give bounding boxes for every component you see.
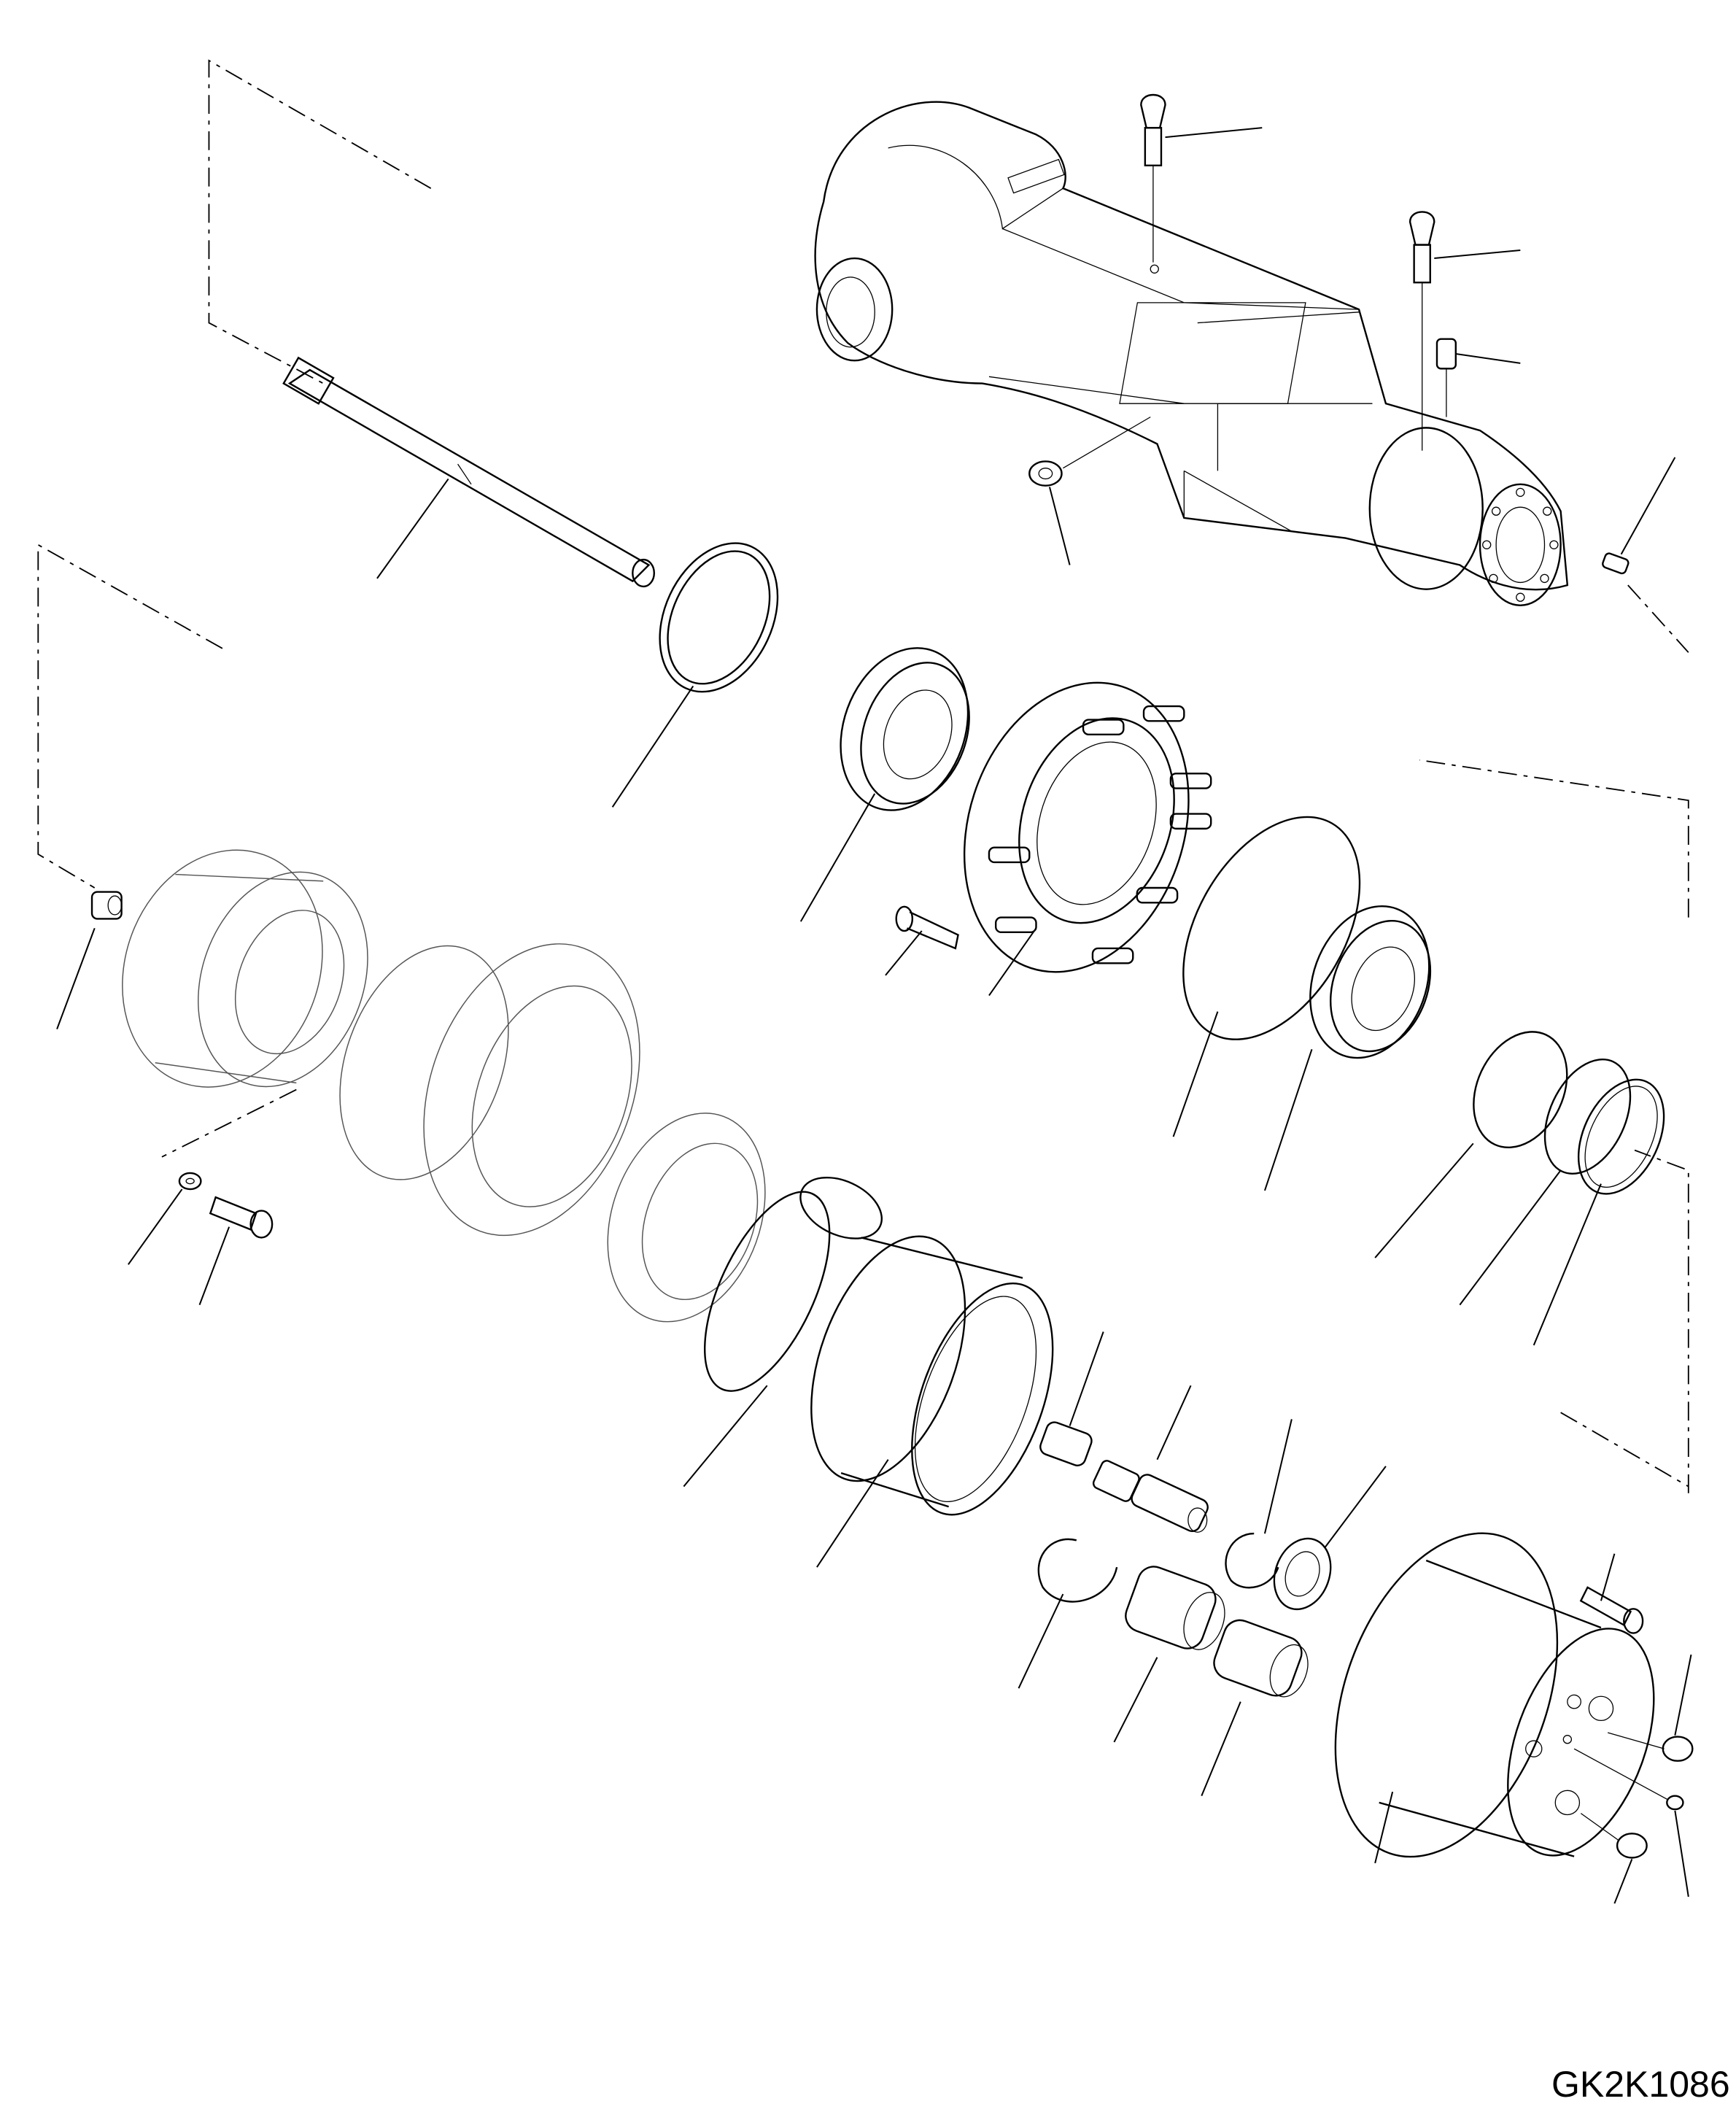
snap-ring-small [1225,1532,1279,1589]
seal-ring [659,542,779,693]
roller-bearing-outer [1309,905,1432,1059]
hub-bolt-circle [1482,487,1559,602]
carrier-ghost [423,943,640,1237]
o-rings [1473,1031,1665,1195]
axle-housing [814,101,1569,606]
gasket-ghost [339,945,509,1180]
spacer-bushing [90,891,123,920]
drain-plugs [1573,1732,1694,1859]
sun-gear-ghost [607,1113,766,1323]
leader-lines [56,127,1692,1904]
axle-shaft [282,356,656,588]
planet-pin [1092,1460,1209,1533]
roller-bearing-inner [840,647,970,811]
planet-bushing [1039,1421,1093,1466]
dowel-pin [1602,552,1630,575]
drawing-code-label: GK2K1086 [1551,2064,1730,2105]
internal-ring-gear [810,1235,1054,1516]
hub-studs [988,705,1212,964]
thrust-washer [1273,1537,1332,1611]
assembly-centerlines [37,59,1689,1493]
needle-bearing-2 [1213,1619,1309,1698]
needle-bearing-1 [1125,1566,1225,1650]
breather-plug-2 [1408,211,1435,451]
snap-ring-large [1182,816,1361,1040]
snap-ring-c [1037,1538,1118,1603]
cover-bolt [1579,1586,1644,1634]
hub-bolt [895,905,959,950]
ring-gear-housing [122,849,368,1088]
cap-bolt [209,1196,274,1239]
breather-plug-1 [1140,93,1166,263]
retaining-ring-pair [704,1176,883,1392]
set-screw [1435,338,1457,417]
wheel-hub-flange [963,681,1212,973]
plug-side [1028,417,1151,487]
planetary-cover [1334,1532,1655,1858]
washer [178,1172,202,1191]
